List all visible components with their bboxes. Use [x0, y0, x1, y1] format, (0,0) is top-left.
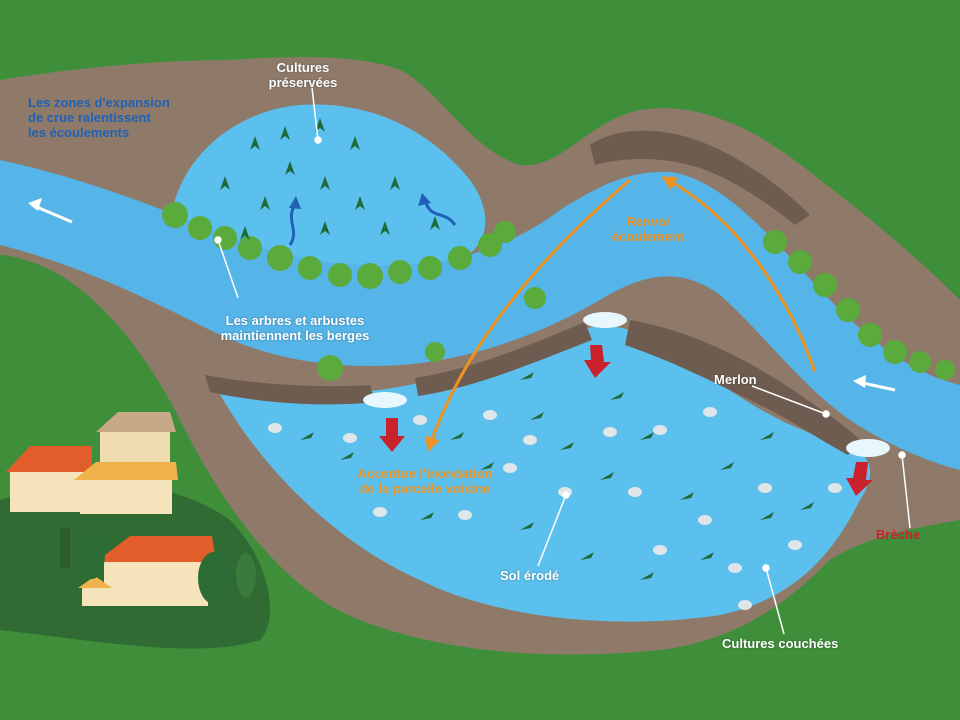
label-breche: Brèche	[876, 527, 921, 542]
levee-segment-right	[625, 320, 860, 455]
main-river	[0, 160, 960, 470]
river-flow-arrow-right-head	[853, 375, 866, 388]
label-line: préservées	[268, 75, 338, 90]
levee-upper	[590, 130, 810, 225]
breach-arrows	[379, 345, 873, 496]
label-line: Accentue l'inondation	[357, 466, 493, 481]
label-line: Renvoi	[626, 214, 670, 229]
label-cultures-preservees: Cultures préservées	[248, 60, 358, 90]
label-merlon: Merlon	[714, 372, 757, 387]
label-cultures-couchees: Cultures couchées	[722, 636, 839, 651]
label-accentue-inondation: Accentue l'inondation de la parcelle voi…	[335, 466, 515, 496]
deflection-arrow-down	[425, 178, 631, 453]
label-line: Cultures	[276, 60, 330, 75]
preserved-crops	[220, 118, 440, 240]
label-line: maintiennent les berges	[220, 328, 370, 343]
deflection-arrow-up	[661, 176, 817, 373]
levee-merlon	[205, 375, 375, 405]
lodged-crops	[300, 372, 814, 580]
label-line: les écoulements	[28, 125, 130, 140]
label-line: écoulement	[611, 229, 685, 244]
breach-foam	[363, 312, 890, 457]
slow-flow-arrow-right-head	[418, 193, 431, 206]
riverbank-bushes	[162, 202, 955, 381]
slow-flow-arrow-left	[288, 204, 297, 246]
eroded-soil-stones	[268, 407, 842, 610]
label-line: Les arbres et arbustes	[225, 313, 365, 328]
label-renvoi-ecoulement: Renvoi écoulement	[598, 214, 698, 244]
slow-flow-arrow-right	[423, 199, 457, 226]
label-line: de la parcelle voisine	[359, 481, 491, 496]
river-flow-arrow-left-head	[28, 198, 42, 211]
label-line: de crue ralentissent	[28, 110, 151, 125]
leader-lines	[214, 87, 911, 635]
label-line: Les zones d'expansion	[28, 95, 170, 110]
village-houses	[6, 412, 256, 606]
label-arbres-arbustes: Les arbres et arbustes maintiennent les …	[190, 313, 400, 343]
slow-flow-arrow-left-head	[289, 196, 301, 209]
label-sol-erode: Sol érodé	[500, 568, 560, 583]
label-zones-expansion: Les zones d'expansion de crue ralentisse…	[28, 95, 170, 140]
